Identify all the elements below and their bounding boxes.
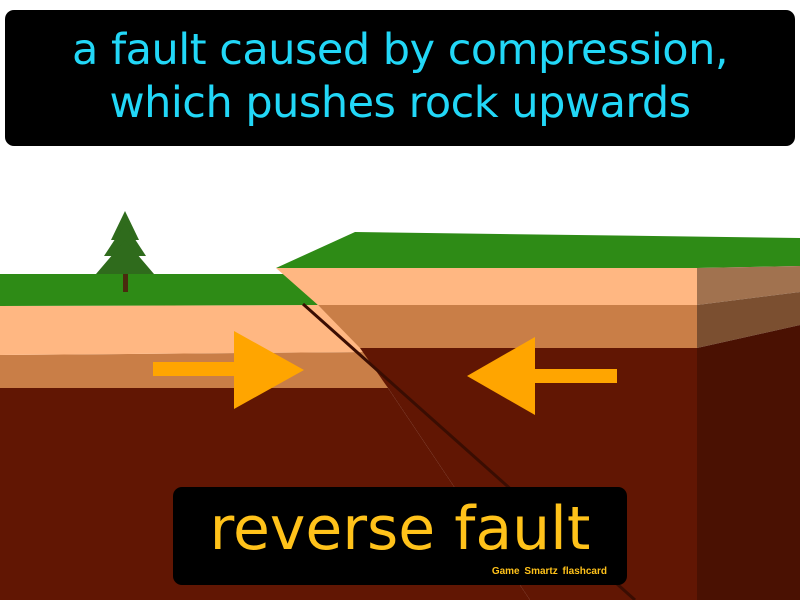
term-title: reverse fault <box>209 494 591 564</box>
hangingwall-mid-layer <box>318 305 697 348</box>
side-deep-rock <box>697 325 800 600</box>
footwall-light-layer <box>0 305 366 355</box>
side-mid-layer <box>697 292 800 348</box>
hangingwall-light-layer <box>276 268 697 305</box>
credit-label: Game Smartz flashcard <box>491 566 607 577</box>
definition-box: a fault caused by compression, which pus… <box>5 10 795 146</box>
pine-tree-icon <box>96 211 154 292</box>
footwall-grass <box>0 274 318 306</box>
definition-line-2: which pushes rock upwards <box>109 78 691 128</box>
hangingwall-grass-top <box>276 232 800 268</box>
definition-text: a fault caused by compression, which pus… <box>5 24 795 130</box>
compression-arrow-right-icon <box>153 331 304 409</box>
term-box: reverse fault Game Smartz flashcard <box>173 487 627 585</box>
definition-line-1: a fault caused by compression, <box>71 25 729 75</box>
compression-arrow-left-icon <box>467 337 617 415</box>
